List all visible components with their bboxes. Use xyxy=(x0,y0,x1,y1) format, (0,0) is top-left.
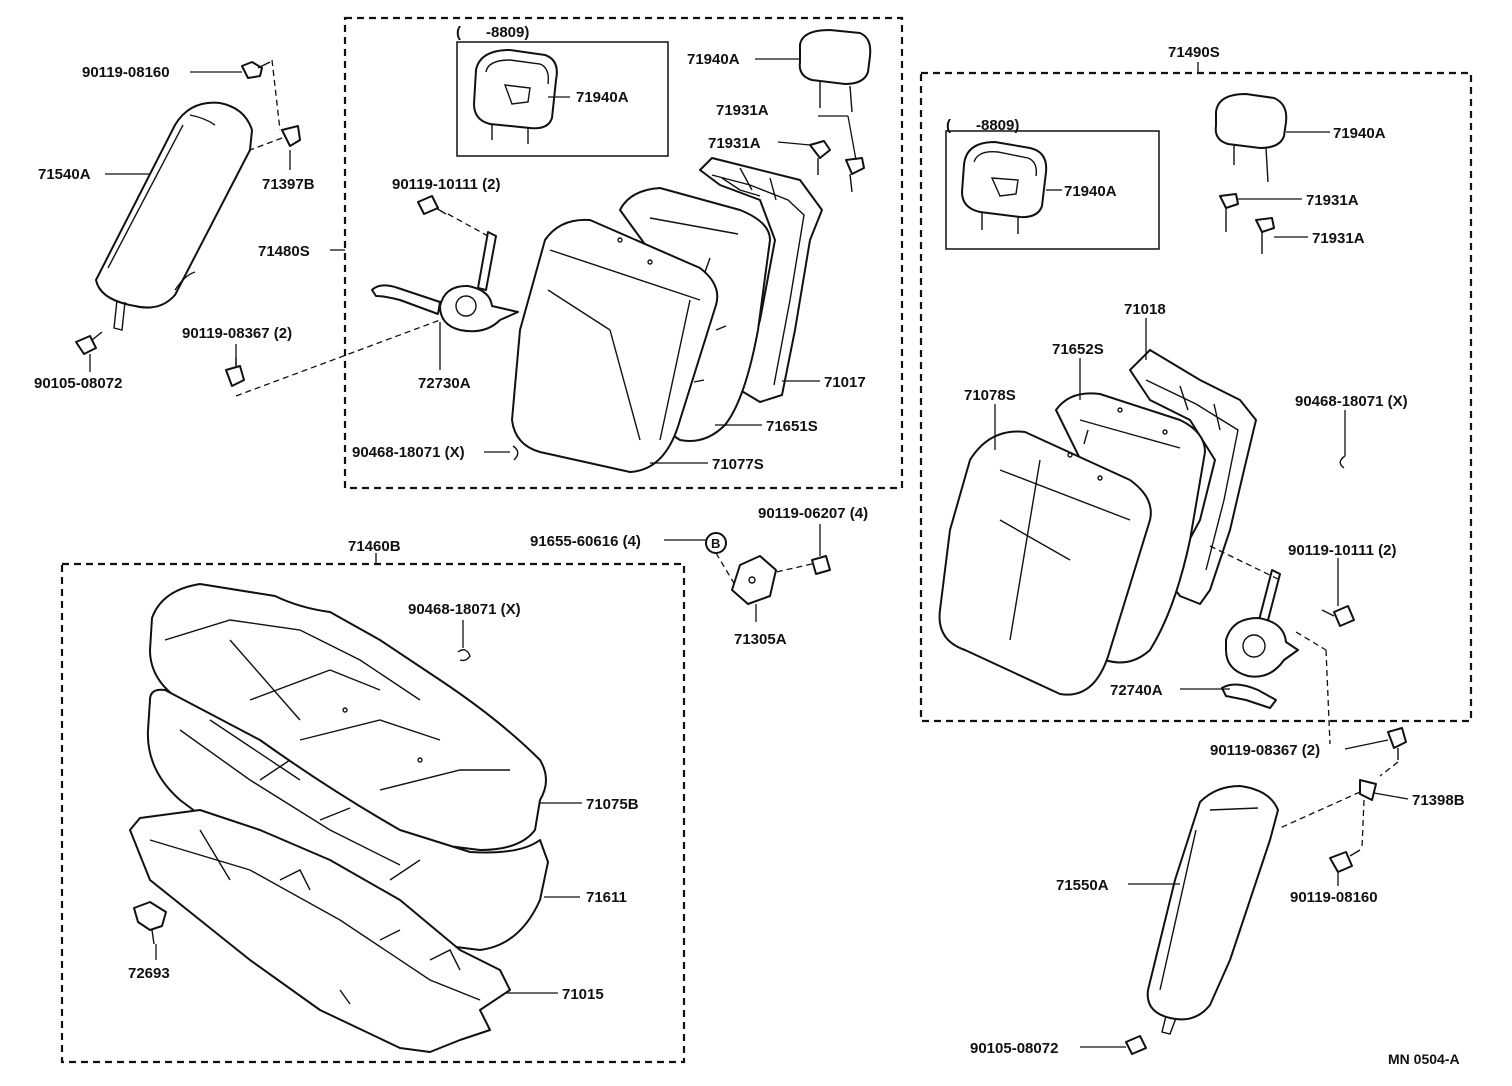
clip-71398B xyxy=(1359,779,1377,801)
guide-71931A-a xyxy=(809,140,831,175)
label-71018: 71018 xyxy=(1124,301,1166,318)
group-box-71460B xyxy=(60,562,686,1064)
recliner-72740A xyxy=(1221,569,1299,709)
label-90119-08367-right: 90119-08367 (2) xyxy=(1210,742,1320,759)
label-71931A-a: 71931A xyxy=(716,102,769,119)
hogring-90468-18071-left xyxy=(512,445,519,461)
bolt-90119-10111-right xyxy=(1321,605,1355,627)
bolt-90119-10111-left xyxy=(417,195,447,215)
headrest-right xyxy=(1214,93,1288,183)
bolt-90119-08160-right xyxy=(1329,849,1361,873)
label-71398B: 71398B xyxy=(1412,792,1465,809)
label-71652S: 71652S xyxy=(1052,341,1104,358)
bolt-90119-08367-right xyxy=(1387,727,1407,760)
headrest-top-left xyxy=(798,29,872,113)
seatback-cover-71078S xyxy=(938,430,1152,696)
label-71550A: 71550A xyxy=(1056,877,1109,894)
guide-71931A-d xyxy=(1255,217,1275,254)
label-90119-08160-left: 90119-08160 xyxy=(82,64,170,81)
clip-71397B xyxy=(281,125,301,147)
label-8809-right: ( -8809) xyxy=(946,117,1019,134)
label-71017: 71017 xyxy=(824,374,866,391)
label-71931A-b: 71931A xyxy=(708,135,761,152)
label-90105-08072-left: 90105-08072 xyxy=(34,375,122,392)
label-90468-18071-right: 90468-18071 (X) xyxy=(1295,393,1408,410)
label-71651S: 71651S xyxy=(766,418,818,435)
label-90119-10111-left: 90119-10111 (2) xyxy=(392,176,500,193)
label-71940A-top: 71940A xyxy=(687,51,740,68)
label-diagram-code: MN 0504-A xyxy=(1388,1051,1460,1067)
label-71931A-c: 71931A xyxy=(1306,192,1359,209)
label-71611: 71611 xyxy=(586,889,627,906)
label-71931A-d: 71931A xyxy=(1312,230,1365,247)
label-90468-18071-left: 90468-18071 (X) xyxy=(352,444,465,461)
label-90105-08072-right: 90105-08072 xyxy=(970,1040,1058,1057)
armrest-right xyxy=(1146,785,1279,1035)
headrest-inset-right xyxy=(961,141,1048,234)
seat-frame-71015 xyxy=(129,809,511,1053)
bolt-90105-08072-left xyxy=(75,331,103,355)
label-72740A: 72740A xyxy=(1110,682,1163,699)
label-71940A-inset-left: 71940A xyxy=(576,89,629,106)
seatback-cover-71077S xyxy=(511,218,719,473)
label-72730A: 72730A xyxy=(418,375,471,392)
bracket-71305A xyxy=(731,555,777,605)
hogring-90468-18071-bottom xyxy=(457,649,471,662)
label-71540A: 71540A xyxy=(38,166,91,183)
label-90468-18071-bottom: 90468-18071 (X) xyxy=(408,601,521,618)
label-71075B: 71075B xyxy=(586,796,639,813)
label-90119-06207: 90119-06207 (4) xyxy=(758,505,868,522)
bolt-90119-08160-left xyxy=(241,61,271,79)
bolt-90119-08367-left xyxy=(225,358,245,387)
label-71397B: 71397B xyxy=(262,176,315,193)
label-71480S: 71480S xyxy=(258,243,310,260)
label-71490S: 71490S xyxy=(1168,44,1220,61)
label-71940A-right: 71940A xyxy=(1333,125,1386,142)
label-ref-B: B xyxy=(711,536,720,551)
label-72693: 72693 xyxy=(128,965,170,982)
guide-71931A-c xyxy=(1219,193,1239,232)
label-90119-10111-right: 90119-10111 (2) xyxy=(1288,542,1396,559)
guide-71931A-b xyxy=(845,157,865,193)
label-71460B: 71460B xyxy=(348,538,401,555)
hogring-90468-18071-right xyxy=(1339,455,1346,469)
armrest-left xyxy=(95,101,253,331)
headrest-inset-left xyxy=(473,49,558,144)
group-box-71480S xyxy=(343,16,904,490)
clip-72693 xyxy=(133,901,167,945)
bolt-90119-06207 xyxy=(811,555,831,575)
label-71015: 71015 xyxy=(562,986,604,1003)
label-8809-left: ( -8809) xyxy=(456,24,529,41)
label-71940A-inset-right: 71940A xyxy=(1064,183,1117,200)
inset-box-left xyxy=(456,41,669,157)
label-90119-08367-left: 90119-08367 (2) xyxy=(182,325,292,342)
label-71077S: 71077S xyxy=(712,456,764,473)
label-71078S: 71078S xyxy=(964,387,1016,404)
seatback-frame-71017 xyxy=(699,157,823,403)
label-90119-08160-right: 90119-08160 xyxy=(1290,889,1378,906)
label-71305A: 71305A xyxy=(734,631,787,648)
inset-box-right xyxy=(945,130,1160,250)
bolt-90105-08072-right xyxy=(1125,1035,1147,1055)
recliner-72730A xyxy=(371,231,519,333)
label-91655-60616: 91655-60616 (4) xyxy=(530,533,641,550)
